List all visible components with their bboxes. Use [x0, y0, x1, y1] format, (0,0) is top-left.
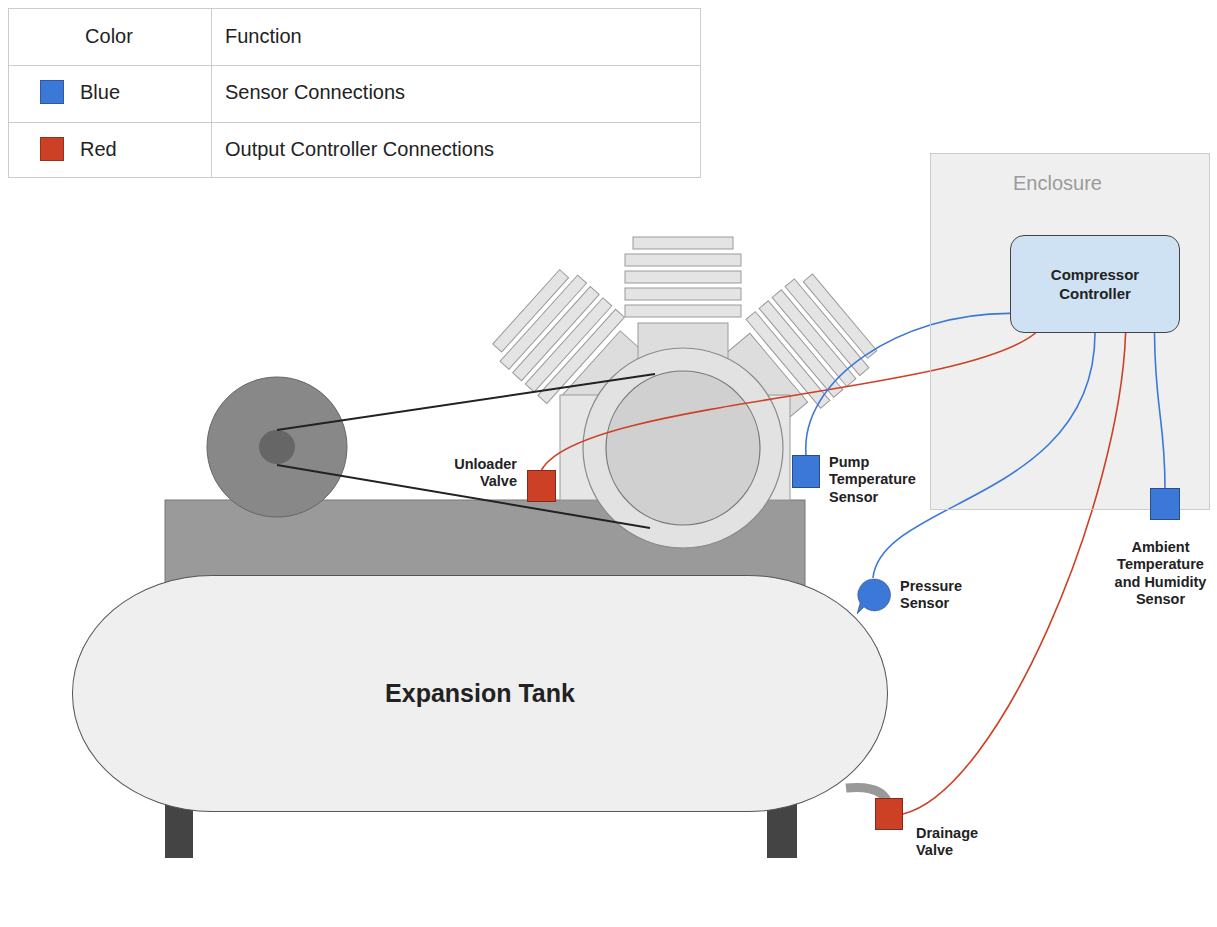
- enclosure-fill: [930, 153, 1210, 510]
- table-rule: [9, 122, 700, 123]
- wire: [903, 333, 1126, 814]
- controller-box: Compressor Controller: [1010, 235, 1180, 333]
- pump-flywheel: [606, 371, 760, 525]
- table-header: Color: [8, 8, 210, 64]
- node-title: Compressor Controller: [1021, 265, 1169, 304]
- motor-shaft: [259, 430, 295, 464]
- table-rule: [9, 65, 700, 66]
- pressure-sensor: Pressure Sensor: [855, 578, 891, 616]
- part-label: Pressure Sensor: [900, 578, 985, 613]
- part-label: Drainage Valve: [916, 825, 996, 860]
- sensor-marker: Ambient Temperature and Humidity Sensor: [1150, 488, 1180, 520]
- table-rule: [211, 9, 212, 177]
- part-label: Ambient Temperature and Humidity Sensor: [1113, 539, 1208, 609]
- sensor-marker: Pump Temperature Sensor: [792, 455, 820, 488]
- wire: [806, 313, 1010, 455]
- drive-belt: [277, 374, 655, 528]
- wire: [542, 333, 1036, 470]
- valve-marker: Drainage Valve: [875, 798, 903, 830]
- sensor-shape: [857, 579, 891, 614]
- node-title: Expansion Tank: [385, 679, 575, 708]
- legend-text: Sensor Connections: [225, 64, 695, 121]
- pump-crankcase: [583, 348, 783, 548]
- table-cell: Red: [80, 121, 208, 178]
- sensor-shape: [855, 578, 891, 616]
- part-label: Unloader Valve: [437, 456, 517, 491]
- valve-marker: Unloader Valve: [527, 470, 556, 502]
- wire: [873, 333, 1095, 578]
- table-header: Function: [225, 8, 695, 64]
- expansion-tank: Expansion Tank: [72, 575, 888, 812]
- legend-swatch: [40, 80, 64, 104]
- legend-swatch: [40, 137, 64, 161]
- node-title: Enclosure: [1013, 172, 1102, 195]
- enclosure-box: EnclosureCompressor Controller: [930, 153, 1210, 510]
- part-label: Pump Temperature Sensor: [829, 454, 924, 506]
- motor-pulley: [207, 377, 347, 517]
- wire: [1155, 333, 1166, 488]
- legend-text: Output Controller Connections: [225, 121, 695, 178]
- table-cell: Blue: [80, 64, 208, 121]
